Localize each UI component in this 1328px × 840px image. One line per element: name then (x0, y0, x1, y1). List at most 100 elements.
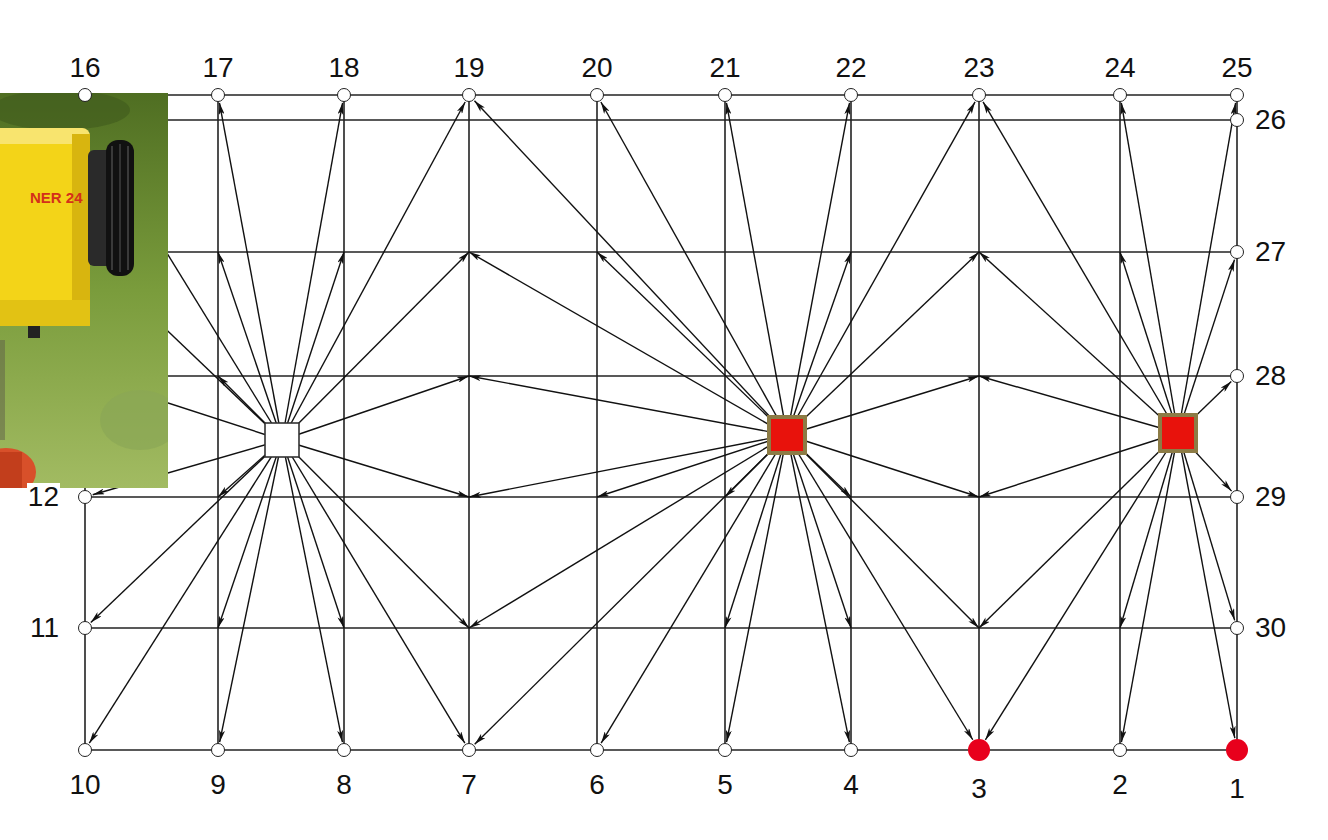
survey-point: 27 (1230, 238, 1287, 266)
point-circle (1230, 621, 1244, 635)
survey-point: 23 (962, 54, 995, 102)
sight-arrow (787, 252, 851, 435)
point-number: 24 (1103, 54, 1136, 82)
sight-arrow (787, 435, 849, 742)
sight-arrow (218, 252, 282, 440)
station-square (1160, 415, 1196, 451)
point-circle (1113, 88, 1127, 102)
marked-point (1226, 739, 1248, 761)
survey-point: 12 (27, 483, 92, 511)
sight-arrow (787, 252, 979, 435)
point-circle (211, 743, 225, 757)
point-circle (337, 88, 351, 102)
point-number: 19 (452, 54, 485, 82)
sight-arrow (725, 435, 787, 628)
point-number: 5 (716, 771, 734, 799)
point-circle (1113, 743, 1127, 757)
station-square (265, 423, 299, 457)
sight-arrow (220, 440, 282, 742)
survey-point: 24 (1103, 54, 1136, 102)
point-circle (590, 88, 604, 102)
sight-arrow (218, 440, 282, 628)
point-number: 3 (970, 775, 988, 803)
sight-arrow (282, 440, 344, 628)
sight-arrow (1121, 433, 1178, 742)
point-number: 30 (1254, 614, 1287, 642)
point-circle (78, 743, 92, 757)
point-circle (78, 88, 92, 102)
survey-point: 8 (335, 743, 353, 799)
survey-point: 9 (209, 743, 227, 799)
point-number: 23 (962, 54, 995, 82)
sight-lines (89, 101, 1235, 745)
brand-text: NER 24 (30, 189, 83, 206)
point-number: 11 (29, 614, 60, 642)
sight-arrow (601, 435, 787, 743)
point-circle (718, 88, 732, 102)
grid-lines (85, 95, 1237, 750)
survey-point: 10 (68, 743, 101, 799)
sight-arrow (469, 435, 787, 628)
survey-point: 4 (842, 743, 860, 799)
sight-arrow (985, 433, 1178, 740)
sight-arrow (1120, 433, 1178, 628)
survey-point: 26 (1230, 106, 1287, 134)
point-number: 18 (327, 54, 360, 82)
point-circle (1230, 245, 1244, 259)
instrument-stations (265, 415, 1196, 457)
sight-arrow (787, 435, 973, 740)
point-circle (718, 743, 732, 757)
point-number: 1 (1228, 775, 1246, 803)
point-number: 16 (68, 54, 101, 82)
sight-arrow (1178, 103, 1236, 433)
sight-arrow (282, 252, 469, 440)
station-square (769, 417, 805, 453)
sight-arrow (282, 440, 342, 742)
sight-arrow (475, 435, 787, 744)
point-circle (844, 743, 858, 757)
point-circle (1230, 490, 1244, 504)
sight-arrow (601, 102, 787, 435)
point-circle (337, 743, 351, 757)
survey-point: 28 (1230, 362, 1287, 390)
point-number: 9 (209, 771, 227, 799)
sight-arrow (469, 252, 787, 435)
level-photo (0, 93, 168, 488)
point-number: 29 (1254, 483, 1287, 511)
point-number: 20 (580, 54, 613, 82)
point-circle (590, 743, 604, 757)
point-number: 28 (1254, 362, 1287, 390)
point-number: 17 (201, 54, 234, 82)
sight-arrow (787, 435, 979, 628)
sight-arrow (282, 440, 465, 743)
survey-point: 20 (580, 54, 613, 102)
point-number: 26 (1254, 106, 1287, 134)
survey-point: 1 (1226, 739, 1248, 803)
point-circle (972, 88, 986, 102)
point-number: 12 (27, 483, 60, 511)
point-circle (1230, 113, 1244, 127)
sight-arrow (282, 440, 469, 628)
sight-arrow (1178, 433, 1235, 620)
sight-arrow (787, 102, 975, 435)
sight-arrow (469, 435, 787, 497)
survey-point: 19 (452, 54, 485, 102)
sight-arrow (1120, 252, 1178, 433)
sight-arrow (787, 376, 979, 435)
survey-point: 17 (201, 54, 234, 102)
point-circle (844, 88, 858, 102)
survey-point: 11 (29, 614, 92, 642)
sight-arrow (727, 435, 787, 742)
sight-arrow (282, 102, 465, 440)
sight-arrow (282, 376, 469, 440)
survey-point: 18 (327, 54, 360, 102)
sight-arrow (787, 435, 979, 497)
point-number: 4 (842, 771, 860, 799)
survey-point: 2 (1111, 743, 1129, 799)
survey-point: 3 (968, 739, 990, 803)
sight-arrow (979, 376, 1178, 433)
point-circle (78, 621, 92, 635)
point-number: 25 (1220, 54, 1253, 82)
